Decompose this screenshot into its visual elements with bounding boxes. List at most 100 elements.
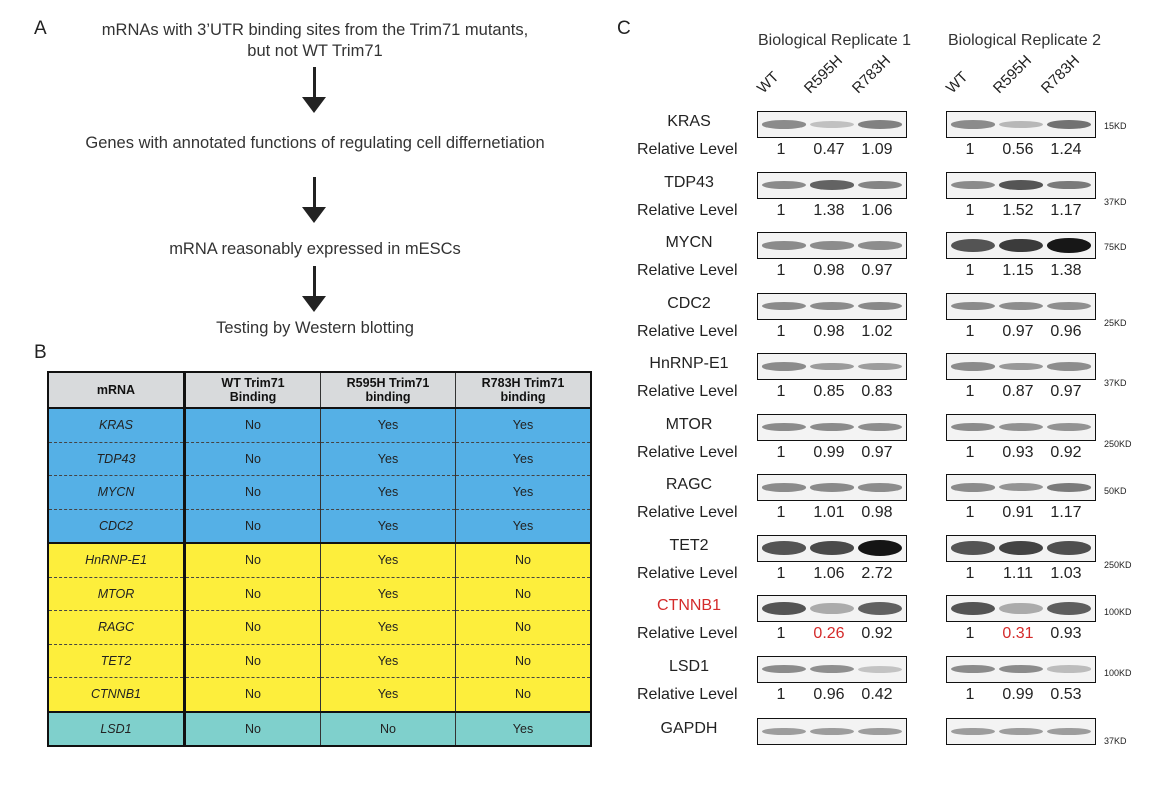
gene-cell: CDC2 [48,508,185,544]
r595h-binding-cell: Yes [320,508,456,544]
protein-band [951,483,995,492]
loading-control-name: GAPDH [660,720,718,737]
protein-band [762,483,806,492]
down-arrow-icon [302,177,326,223]
rep2-lsd1-blot [946,655,1096,683]
relative-level-value: 1 [776,383,786,400]
protein-name: MYCN [665,234,713,251]
relative-level-value: 1 [776,504,786,521]
relative-level-value: 1 [776,564,786,582]
molecular-weight-label: 250KD [1104,438,1132,449]
protein-band [1047,362,1091,371]
rep2-hnrnp-e1-blot [946,353,1096,380]
rep1-tet2-blot [757,534,907,562]
relative-level-label: Relative Level [637,322,738,340]
wt-binding-cell: No [183,441,321,476]
rep2-cdc2-blot [946,292,1096,320]
relative-level-value: 1.24 [1050,141,1082,158]
protein-band [1047,483,1091,492]
rep1-gapdh-blot [757,718,907,745]
relative-level-label: Relative Level [637,383,738,400]
r783h-binding-cell: Yes [455,408,591,442]
relative-level-value: 0.93 [1050,625,1082,642]
panel-a-letter: A [34,18,47,39]
rep1-tdp43-blot [757,171,907,199]
rep1-ctnnb1-blot [757,595,907,622]
protein-band [858,362,902,371]
protein-name: TET2 [669,536,709,554]
rep2-mycn-blot [946,232,1096,259]
relative-level-value: 1.11 [1003,564,1033,582]
protein-band [762,241,806,250]
lane-label: R595H [800,51,847,97]
protein-band [999,362,1043,371]
protein-band [762,362,806,371]
relative-level-value: 0.93 [1002,443,1034,461]
r783h-binding-cell: No [455,677,591,713]
relative-level-value: 1 [965,141,975,158]
rep1-mtor-blot [757,413,907,441]
gene-cell: HnRNP-E1 [48,542,185,577]
protein-band [951,120,995,129]
relative-level-value: 0.56 [1002,141,1034,158]
protein-band [999,238,1043,253]
relative-level-value: 1.38 [1050,262,1082,279]
relative-level-value: 1 [965,685,975,703]
relative-level-value: 0.97 [1050,383,1082,400]
rep2-ragc-blot [946,474,1096,501]
flow-step-3: mRNA reasonably expressed in mESCs [169,240,461,258]
relative-level-value: 1.52 [1002,201,1034,219]
relative-level-value: 0.42 [861,685,893,703]
protein-band [999,727,1043,736]
relative-level-value: 1 [776,141,786,158]
molecular-weight-label: 75KD [1104,242,1127,252]
protein-band [999,180,1043,190]
rep2-kras-blot [946,111,1096,138]
relative-level-value: 0.85 [813,383,845,400]
relative-level-value: 1.15 [1002,262,1034,279]
wt-binding-cell: No [183,711,321,746]
r595h-binding-cell: Yes [320,475,456,509]
r783h-binding-cell: Yes [455,508,591,544]
relative-level-label: Relative Level [637,564,738,582]
protein-band [951,541,995,555]
header-r595h: R595H Trim71 binding [320,372,456,409]
relative-level-value: 1.03 [1050,564,1082,582]
protein-band [762,541,806,555]
protein-band [810,120,854,128]
replicate-2-title: Biological Replicate 2 [948,32,1101,49]
molecular-weight-label: 37KD [1104,196,1127,207]
protein-name: KRAS [667,113,711,130]
flow-step-1-line1: mRNAs with 3’UTR binding sites from the … [101,21,529,39]
wt-binding-cell: No [183,475,321,509]
relative-level-value: 1.17 [1050,201,1082,219]
wt-binding-cell: No [183,610,321,644]
relative-level-label: Relative Level [637,262,738,279]
protein-band [1047,727,1091,736]
protein-band [999,664,1043,674]
relative-level-value: 1 [965,625,975,642]
relative-level-value: 1 [965,322,975,340]
molecular-weight-label: 250KD [1104,559,1132,570]
relative-level-value: 1.02 [861,322,893,340]
protein-band [858,727,902,736]
protein-band [1047,238,1091,253]
relative-level-value: 1 [776,443,786,461]
rep2-mtor-blot [946,413,1096,441]
gene-cell: CTNNB1 [48,677,185,713]
gene-cell: RAGC [48,610,185,644]
protein-band [810,727,854,736]
flow-step-2: Genes with annotated functions of regula… [85,134,545,152]
r595h-binding-cell: Yes [320,576,456,611]
wt-binding-cell: No [183,508,321,544]
lane-label: R595H [989,51,1036,97]
protein-band [810,664,854,674]
r595h-binding-cell: Yes [320,610,456,644]
header-mrna: mRNA [48,372,185,409]
panel-b-letter: B [34,342,47,363]
protein-band [999,541,1043,555]
relative-level-label: Relative Level [637,685,738,703]
protein-name: LSD1 [668,657,710,675]
